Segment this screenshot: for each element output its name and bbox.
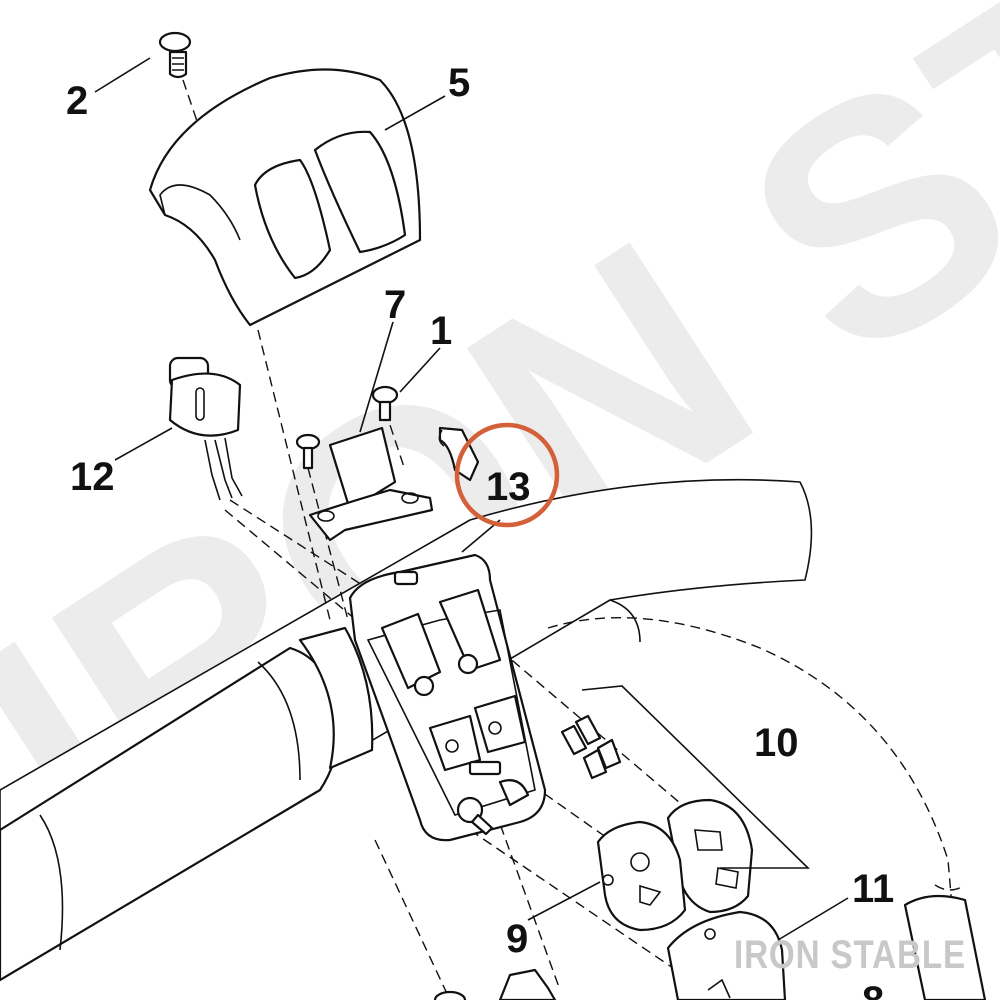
part-12-connector xyxy=(168,356,243,501)
callout-11: 11 xyxy=(852,867,894,911)
part-9-switch-cap xyxy=(596,820,687,932)
callout-12: 12 xyxy=(70,455,115,499)
brand-watermark: IRON STABLE xyxy=(734,933,966,977)
part-7-bracket xyxy=(295,385,434,542)
part-2-screw xyxy=(158,31,192,79)
callout-2: 2 xyxy=(66,79,88,123)
hand-grip xyxy=(0,626,374,982)
part-10-pins-and-caps xyxy=(560,685,810,914)
housing-outline xyxy=(547,617,961,1000)
callout-7: 7 xyxy=(384,283,406,327)
switch-block xyxy=(348,553,547,842)
callout-10: 10 xyxy=(754,721,799,765)
part-5-housing-cover xyxy=(148,68,422,327)
callout-13: 13 xyxy=(486,465,531,509)
housing-edge xyxy=(903,894,987,1000)
callout-9: 9 xyxy=(506,917,528,961)
callout-1: 1 xyxy=(430,309,452,353)
leader-lines xyxy=(94,57,849,941)
callout-13-highlight-circle xyxy=(454,422,560,528)
callout-5: 5 xyxy=(448,61,470,105)
bottom-parts xyxy=(433,968,557,1000)
part-11-switch-cap xyxy=(666,910,787,1000)
callout-8: 8 xyxy=(862,979,884,1000)
part-1-clip xyxy=(438,426,480,482)
housing-outline-2 xyxy=(934,884,966,891)
